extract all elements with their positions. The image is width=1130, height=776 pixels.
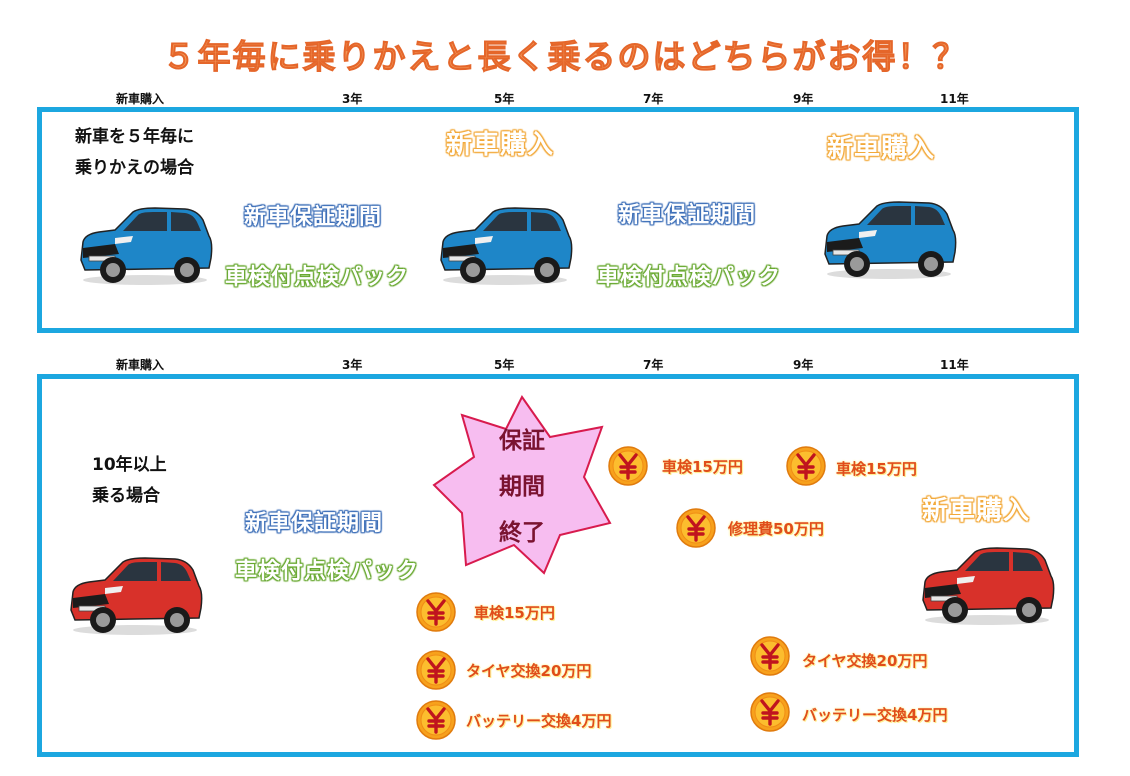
inspection-pack-label: 車検付点検パック	[235, 559, 420, 584]
cost-inspection-5y: 車検15万円	[474, 604, 555, 622]
car-icon	[916, 538, 1058, 628]
yen-coin-icon	[750, 636, 790, 676]
yen-coin-icon	[416, 700, 456, 740]
yen-coin-icon	[786, 446, 826, 486]
warranty-period-label: 新車保証期間	[245, 511, 384, 536]
five-year-case-panel	[37, 107, 1079, 333]
ten-year-case-panel	[37, 374, 1079, 757]
cost-battery-9y: バッテリー交換4万円	[802, 706, 948, 724]
timeline-label-11y: 11年	[940, 92, 969, 106]
timeline-label-7y: 7年	[643, 92, 664, 106]
warranty-end-label: 保証 期間 終了	[499, 428, 545, 546]
car-icon	[434, 198, 576, 288]
yen-coin-icon	[676, 508, 716, 548]
yen-coin-icon	[750, 692, 790, 732]
ten-year-case-label: 10年以上 乗る場合	[92, 455, 167, 507]
page-title: ５年毎に乗りかえと長く乗るのはどちらがお得！？	[162, 37, 968, 77]
timeline-label-9y: 9年	[793, 358, 814, 372]
cost-battery-5y: バッテリー交換4万円	[466, 712, 612, 730]
cost-tire-5y: タイヤ交換20万円	[466, 662, 592, 680]
five-year-case-label: 新車を５年毎に 乗りかえの場合	[75, 127, 194, 179]
warranty-period-label: 新車保証期間	[244, 205, 383, 230]
cost-tire-9y: タイヤ交換20万円	[802, 652, 928, 670]
timeline-label-purchase: 新車購入	[116, 358, 165, 372]
inspection-pack-label: 車検付点検パック	[225, 265, 410, 290]
inspection-pack-label: 車検付点検パック	[597, 265, 782, 290]
new-purchase-label: 新車購入	[827, 134, 936, 164]
warranty-period-label: 新車保証期間	[618, 203, 757, 228]
yen-coin-icon	[416, 592, 456, 632]
cost-inspection-9y: 車検15万円	[836, 460, 917, 478]
timeline-label-9y: 9年	[793, 92, 814, 106]
new-purchase-label: 新車購入	[922, 496, 1031, 526]
yen-coin-icon	[608, 446, 648, 486]
timeline-label-7y: 7年	[643, 358, 664, 372]
timeline-label-11y: 11年	[940, 358, 969, 372]
timeline-label-purchase: 新車購入	[116, 92, 165, 106]
warranty-end-star-icon	[432, 395, 612, 575]
yen-coin-icon	[416, 650, 456, 690]
car-icon	[818, 192, 960, 282]
cost-repair-7y: 修理費50万円	[728, 520, 824, 538]
car-icon	[64, 548, 206, 638]
new-purchase-label: 新車購入	[446, 130, 555, 160]
timeline-label-5y: 5年	[494, 92, 515, 106]
cost-inspection-7y: 車検15万円	[662, 458, 743, 476]
timeline-label-3y: 3年	[342, 92, 363, 106]
timeline-label-5y: 5年	[494, 358, 515, 372]
car-icon	[74, 198, 216, 288]
timeline-label-3y: 3年	[342, 358, 363, 372]
